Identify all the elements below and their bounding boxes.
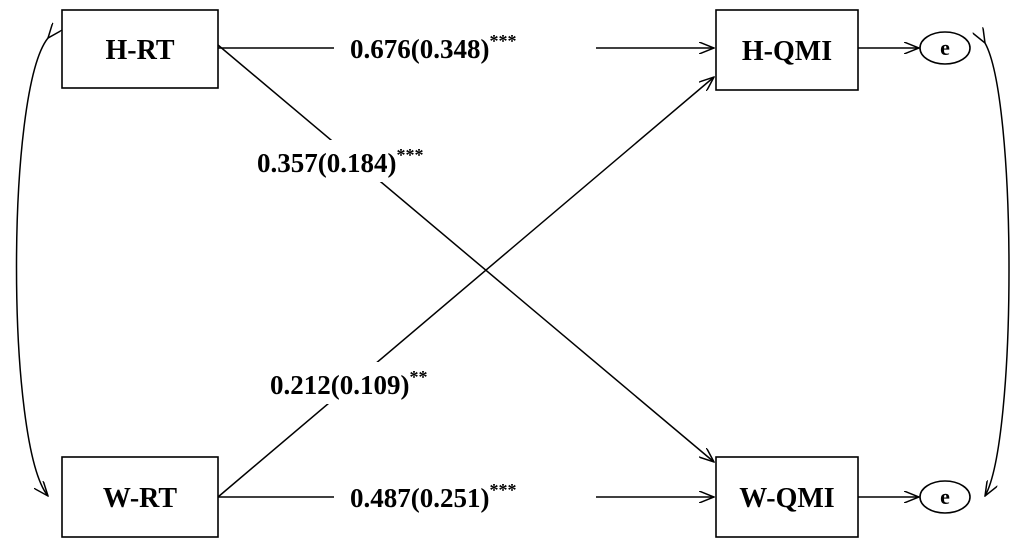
coef-label-wrt-wqmi: 0.487(0.251)***: [350, 480, 516, 513]
svg-text:W-RT: W-RT: [103, 483, 178, 514]
coef-label-wrt-hqmi: 0.212(0.109)**: [270, 367, 427, 400]
coef-label-hrt-wqmi: 0.357(0.184)***: [257, 145, 423, 178]
node-h-qmi: H-QMI: [715, 9, 859, 91]
path-arrow-hrt-wqmi: [217, 44, 714, 462]
coef-label-hrt-hqmi: 0.676(0.348)***: [350, 31, 516, 64]
svg-text:e: e: [940, 484, 950, 509]
error-term-top: e: [919, 31, 971, 65]
node-w-qmi: W-QMI: [715, 456, 859, 538]
svg-text:W-QMI: W-QMI: [739, 483, 834, 514]
node-h-rt: H-RT: [61, 9, 219, 89]
svg-text:H-QMI: H-QMI: [742, 36, 832, 67]
covariance-curve-left: [15, 38, 49, 496]
error-term-bottom: e: [919, 480, 971, 514]
svg-text:H-RT: H-RT: [105, 35, 174, 66]
path-arrow-wrt-hqmi: [217, 77, 714, 498]
svg-text:e: e: [940, 35, 950, 60]
node-w-rt: W-RT: [61, 456, 219, 538]
covariance-curve-right: [985, 43, 1010, 496]
